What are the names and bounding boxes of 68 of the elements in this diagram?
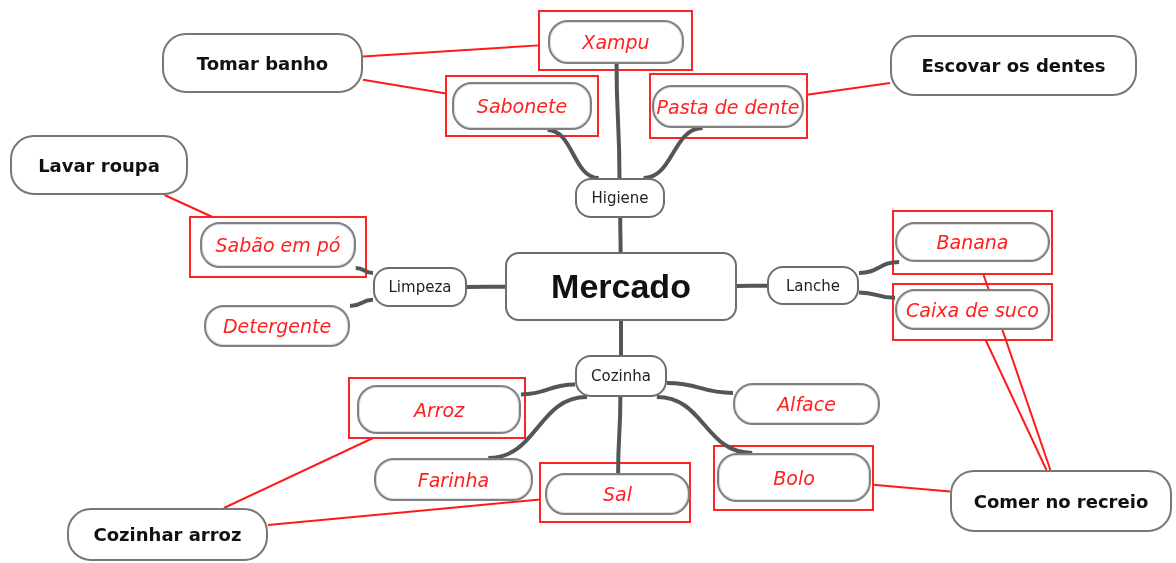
note-text: Comer no recreio [973, 490, 1149, 512]
topic-title: Mercado [551, 267, 691, 306]
item-label: Detergente [222, 315, 332, 337]
branch-line [488, 395, 588, 460]
item-pill [204, 305, 350, 347]
leader-line [872, 483, 951, 493]
item-label: Bolo [773, 466, 815, 489]
leader-line [362, 78, 447, 95]
item-pill [548, 20, 684, 64]
leader-line [163, 194, 214, 218]
item-pill [452, 82, 592, 130]
leader-line [222, 437, 375, 509]
note-bubble [890, 35, 1137, 96]
branch-line [547, 128, 599, 180]
item-label: Sabão em pó [215, 234, 341, 256]
item-pill [733, 383, 880, 425]
item-pill [895, 222, 1050, 262]
item-pill [895, 289, 1050, 330]
item-label: Xampu [582, 31, 650, 53]
branch-line [520, 382, 576, 397]
item-pill [652, 85, 804, 128]
item-label: Sabonete [476, 95, 568, 117]
item-label: Arroz [413, 398, 465, 421]
category-label: Lanche [785, 276, 840, 295]
branch-line [666, 380, 734, 395]
item-label: Sal [603, 483, 632, 505]
category-label: Higiene [591, 189, 649, 207]
note-bubble [162, 33, 363, 93]
branch-line [349, 297, 374, 309]
item-pill [374, 458, 533, 501]
leader-line [267, 498, 541, 527]
central-topic [505, 252, 737, 321]
branch-line [858, 260, 900, 275]
item-label: Alface [777, 393, 836, 415]
category-label: Limpeza [388, 278, 452, 296]
note-text: Cozinhar arroz [93, 524, 242, 545]
branch-line [737, 283, 767, 288]
branch-line [355, 266, 374, 276]
item-pill [717, 453, 871, 502]
branch-line [643, 126, 703, 180]
category-pill [767, 266, 859, 305]
branch-line [619, 321, 623, 355]
item-pill [200, 222, 356, 268]
item-label: Farinha [417, 468, 490, 491]
note-text: Escovar os dentes [921, 55, 1106, 76]
item-label: Banana [936, 231, 1009, 253]
category-pill [575, 178, 665, 218]
item-label: Caixa de suco [906, 298, 1039, 321]
branch-line [614, 64, 622, 178]
item-label: Pasta de dente [656, 95, 800, 118]
note-bubble [10, 135, 188, 195]
note-text: Tomar banho [196, 52, 329, 74]
category-pill [575, 355, 667, 397]
branch-line [858, 290, 896, 300]
item-pill [545, 473, 690, 515]
category-label: Cozinha [591, 367, 651, 385]
note-bubble [950, 470, 1172, 532]
leader-line [362, 44, 540, 58]
branch-line [656, 395, 753, 455]
note-text: Lavar roupa [38, 154, 160, 176]
leader-line [806, 82, 891, 96]
item-pill [357, 385, 521, 434]
branch-line [618, 218, 623, 252]
branch-line [467, 284, 505, 289]
branch-line [616, 397, 623, 473]
note-bubble [67, 508, 268, 561]
leader-line [984, 339, 1048, 471]
category-pill [373, 267, 467, 307]
